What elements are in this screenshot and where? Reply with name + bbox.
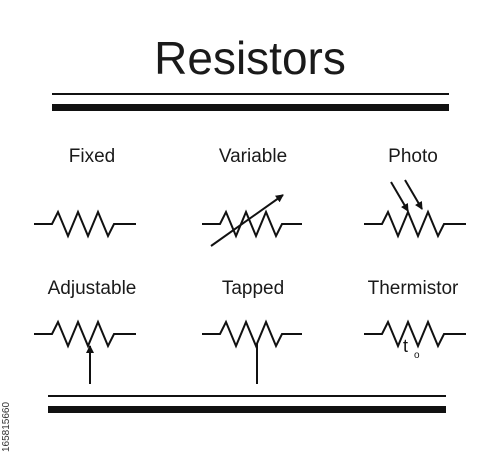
- light-arrow-2: [404, 179, 423, 210]
- bottom-divider-thick: [48, 406, 446, 413]
- bottom-divider-thin: [48, 395, 446, 397]
- top-divider-thin: [52, 93, 449, 95]
- photo-resistor-symbol: [364, 209, 466, 239]
- label-photo: Photo: [388, 146, 438, 167]
- watermark-id: 165815660: [1, 401, 12, 452]
- top-divider-thick: [52, 104, 449, 111]
- label-thermistor: Thermistor: [367, 278, 459, 299]
- thermistor-resistor-symbol: [364, 319, 466, 349]
- page-title: Resistors: [154, 32, 346, 84]
- label-tapped: Tapped: [221, 278, 285, 299]
- label-fixed: Fixed: [68, 146, 116, 167]
- variable-resistor-symbol: [202, 209, 302, 239]
- variable-arrow: [210, 194, 284, 247]
- tapped-resistor-symbol: [202, 319, 302, 349]
- fixed-resistor-symbol: [34, 209, 136, 239]
- adjustable-resistor-symbol: [34, 319, 136, 349]
- label-adjustable: Adjustable: [47, 278, 137, 299]
- thermistor-t-mark: t: [403, 336, 408, 356]
- light-arrow-1: [390, 181, 409, 212]
- label-variable: Variable: [218, 146, 288, 167]
- thermistor-subscript: o: [414, 350, 420, 361]
